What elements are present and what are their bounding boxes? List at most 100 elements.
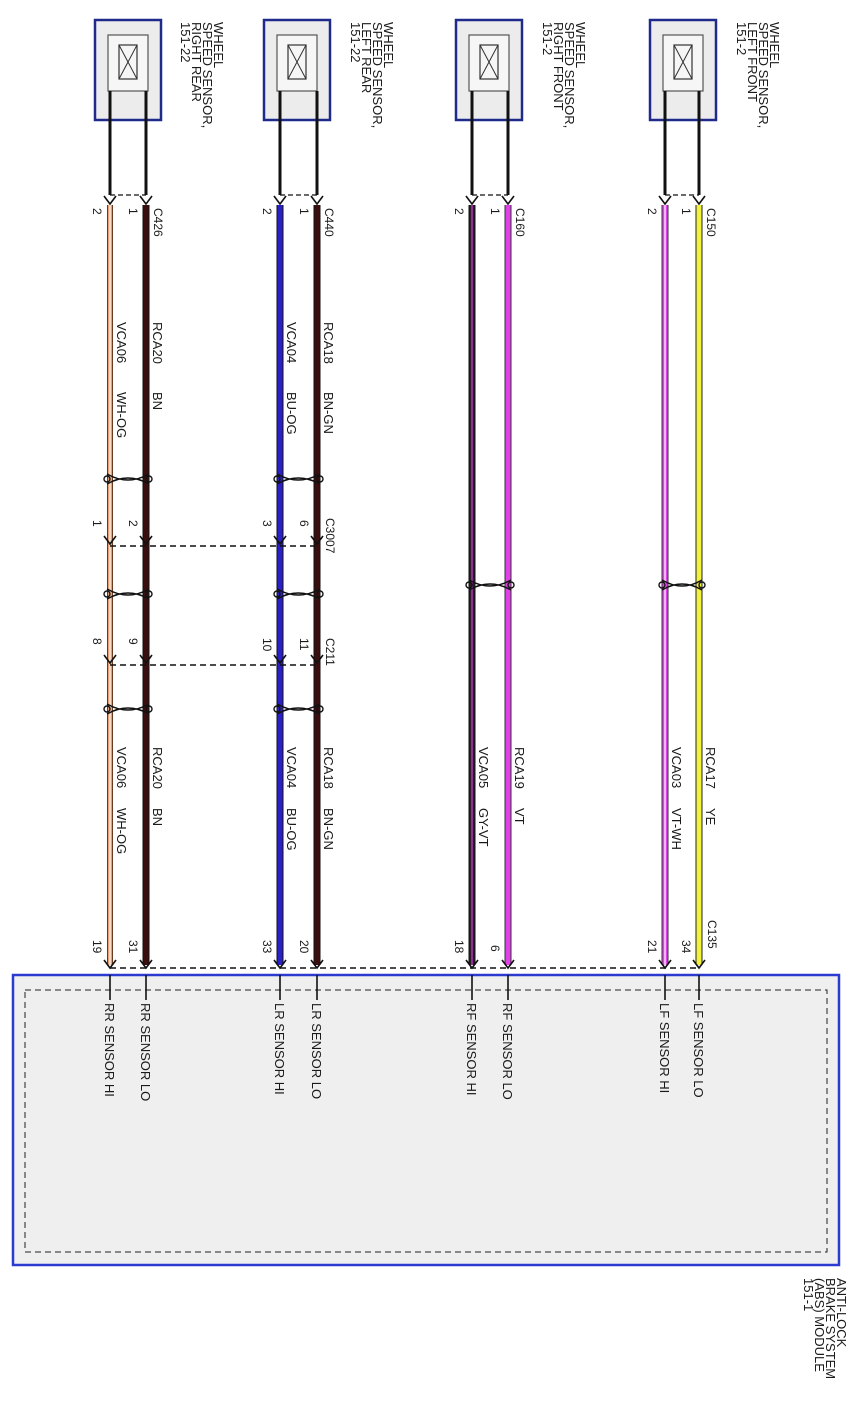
rr-connector-pin-1: 1 — [126, 208, 140, 215]
c135-chevron-33 — [273, 959, 287, 970]
label-rf-lo-color: VT — [512, 808, 527, 825]
c211-pin-11: 11 — [297, 638, 311, 651]
sensor-rr-element — [118, 44, 138, 80]
rf-chevron-2 — [465, 195, 479, 206]
twist-rf-1-end-b — [507, 581, 515, 589]
label-rr-lo-color-lower: BN — [150, 808, 165, 826]
label-lr-hi-color-lower: BU-OG — [284, 808, 299, 851]
sensor-rf-cross-b — [479, 44, 499, 80]
lf-connector-pin-1: 1 — [679, 208, 693, 215]
label-rf-hi-color: GY-VT — [476, 808, 491, 847]
sensor-rf-title-line-4: 151-2 — [540, 22, 555, 55]
module-label-lr-hi: LR SENSOR HI — [272, 1003, 287, 1095]
c135-chevron-19 — [103, 959, 117, 970]
sensor-rf-title-line-3: RIGHT FRONT — [551, 22, 566, 111]
rr-connector-name: C426 — [151, 208, 165, 237]
module-label-lr-lo: LR SENSOR LO — [309, 1003, 324, 1099]
module-label-rf-lo: RF SENSOR LO — [500, 1003, 515, 1100]
sensor-lr-element — [287, 44, 307, 80]
sensor-leads — [108, 91, 701, 195]
rf-connector-pin-2: 2 — [452, 208, 466, 215]
twist-rr-1-end-a — [103, 475, 111, 483]
c3007-chevron-pin-1 — [103, 535, 117, 546]
c135-name: C135 — [705, 920, 719, 949]
twist-lr-2-end-a — [273, 590, 281, 598]
c135-pin-18: 18 — [452, 940, 466, 954]
sensor-rr-title-line-1: WHEEL — [211, 22, 226, 68]
label-rr-hi-circuit-lower: VCA06 — [114, 747, 129, 788]
sensor-lr-title-line-3: LEFT REAR — [359, 22, 374, 93]
rr-connector-pin-2: 2 — [90, 208, 104, 215]
abs-module-box — [11, 973, 841, 1267]
abs-module-title-line-3: (ABS) MODULE — [812, 1278, 827, 1372]
label-lr-lo-circuit-upper: RCA18 — [321, 322, 336, 364]
c3007-name: C3007 — [323, 518, 337, 554]
twist-lr-3-end-b — [316, 705, 324, 713]
twist-lr-1-end-b — [316, 475, 324, 483]
c211-pin-10: 10 — [260, 638, 274, 652]
sensor-lf-title-line-2: SPEED SENSOR, — [756, 22, 771, 128]
sensor-lf-title-line-3: LEFT FRONT — [745, 22, 760, 102]
rf-connector-name: C160 — [513, 208, 527, 237]
sensor-rr-cross-b — [118, 44, 138, 80]
twist-rr-3-end-a — [103, 705, 111, 713]
lr-connector-name: C440 — [322, 208, 336, 237]
rf-connector-pin-1: 1 — [488, 208, 502, 215]
twist-lr-1 — [276, 473, 321, 485]
label-rf-lo-circuit: RCA19 — [512, 747, 527, 789]
c135-chevron-34 — [692, 959, 706, 970]
twist-lr-1-end-a — [273, 475, 281, 483]
c135-chevron-20 — [310, 959, 324, 970]
c3007-pin-1: 1 — [90, 520, 104, 527]
sensor-rr-title-line-3: RIGHT REAR — [189, 22, 204, 102]
twist-rr-2-end-a — [103, 590, 111, 598]
sensor-connector-chevrons — [103, 195, 706, 206]
twist-lr-2 — [276, 588, 321, 600]
sensor-rr-title-line-2: SPEED SENSOR, — [200, 22, 215, 128]
c211-chevron-pin-11 — [310, 654, 324, 665]
c135-pin-20: 20 — [297, 940, 311, 954]
label-rr-lo-circuit-upper: RCA20 — [150, 322, 165, 364]
c211-pin-9: 9 — [126, 638, 140, 645]
c135-chevron-31 — [139, 959, 153, 970]
twist-rr-3 — [106, 703, 150, 715]
abs-module-title-line-4: 151-1 — [801, 1278, 816, 1311]
twist-rr-3-end-b — [145, 705, 153, 713]
sensor-lr-cross-b — [287, 44, 307, 80]
lf-connector-name: C150 — [704, 208, 718, 237]
sensor-lr — [262, 18, 332, 122]
twist-rf-1-end-a — [465, 581, 473, 589]
sensor-rf — [454, 18, 524, 122]
sensor-lr-title-line-4: 151-22 — [348, 22, 363, 62]
c211-chevron-pin-9 — [139, 654, 153, 665]
c135-chevron-6 — [501, 959, 515, 970]
sensor-lf-title-line-1: WHEEL — [767, 22, 782, 68]
c3007-pin-3: 3 — [260, 520, 274, 527]
c3007-chevron-pin-3 — [273, 535, 287, 546]
abs-module-title: ANTI-LOCK BRAKE SYSTEM (ABS) MODULE 151-… — [801, 1278, 849, 1379]
wires — [107, 205, 703, 965]
label-rr-lo-circuit-lower: RCA20 — [150, 747, 165, 789]
module-pin-stubs — [109, 975, 700, 1000]
sensor-lr-title: WHEEL SPEED SENSOR, LEFT REAR 151-22 — [348, 22, 396, 128]
sensor-lf-cross-b — [673, 44, 693, 80]
label-lf-hi-circuit: VCA03 — [669, 747, 684, 788]
abs-module-title-line-2: BRAKE SYSTEM — [823, 1278, 838, 1379]
c135-pin-34: 34 — [679, 940, 693, 954]
c211-name: C211 — [323, 638, 337, 666]
module-label-rr-hi: RR SENSOR HI — [102, 1003, 117, 1097]
sensor-lr-title-line-1: WHEEL — [381, 22, 396, 68]
label-lr-lo-color-upper: BN-GN — [321, 392, 336, 434]
c135-pin-6: 6 — [488, 945, 502, 952]
sensor-rf-title: WHEEL SPEED SENSOR, RIGHT FRONT 151-2 — [540, 22, 588, 128]
lf-chevron-2 — [658, 195, 672, 206]
label-rf-hi-circuit: VCA05 — [476, 747, 491, 788]
twist-lf-1-end-a — [658, 581, 666, 589]
c3007-pin-6: 6 — [297, 520, 311, 527]
twisted-pair-markers — [103, 473, 706, 715]
c3007-chevron-pin-6 — [310, 535, 324, 546]
twist-lr-3-end-a — [273, 705, 281, 713]
sensor-rr-title: WHEEL SPEED SENSOR, RIGHT REAR 151-22 — [178, 22, 226, 128]
lr-connector-pin-1: 1 — [297, 208, 311, 215]
